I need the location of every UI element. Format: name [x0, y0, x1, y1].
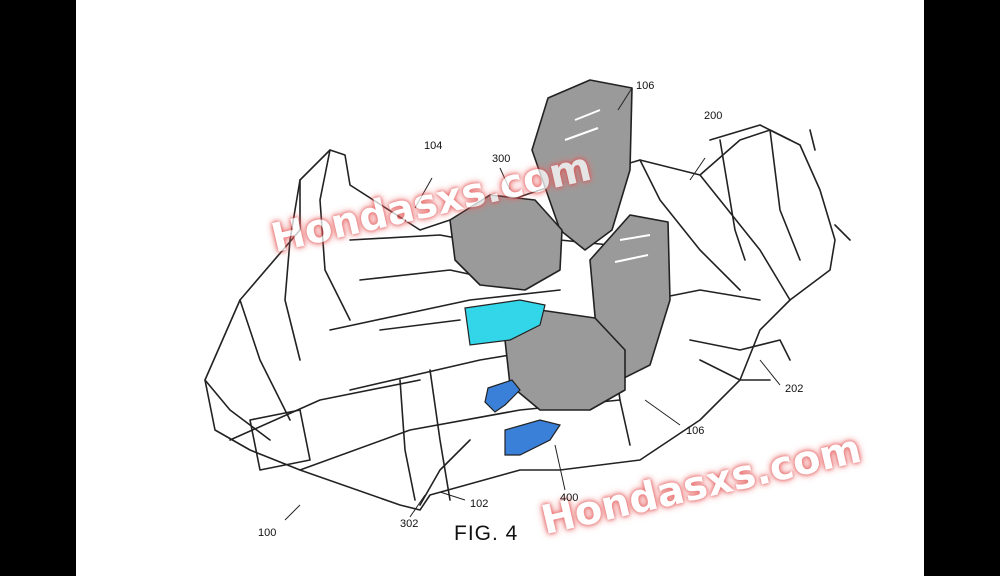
right-letterbox-bar [924, 0, 1000, 576]
frame-outline [204, 129, 836, 511]
seat-mount-400b [504, 419, 561, 456]
leader-106a [617, 87, 633, 111]
front-skid-plate [249, 409, 311, 471]
leader-400 [554, 444, 566, 491]
rear-seat-back [531, 79, 633, 251]
ref-202: 202 [785, 383, 804, 395]
ref-302: 302 [400, 518, 419, 530]
left-letterbox-bar [0, 0, 76, 576]
leader-300 [499, 167, 511, 191]
leader-104 [414, 177, 433, 209]
leader-202 [759, 359, 781, 386]
leader-302 [409, 494, 426, 518]
rear-frame [639, 124, 851, 301]
left-roll-cage [204, 149, 351, 441]
ref-100: 100 [258, 527, 277, 539]
floor-rails [229, 289, 621, 506]
seat-bracket-300 [464, 299, 546, 346]
rear-suspension [689, 339, 791, 381]
ref-106-top: 106 [636, 80, 655, 92]
ref-106-bottom: 106 [686, 425, 705, 437]
leader-102 [439, 491, 466, 501]
figure-label: FIG. 4 [454, 522, 519, 545]
seat-mount-400a [484, 379, 521, 413]
ref-200: 200 [704, 110, 723, 122]
ref-104: 104 [424, 140, 443, 152]
ref-300: 300 [492, 153, 511, 165]
leader-106b [644, 399, 681, 426]
ref-102: 102 [470, 498, 489, 510]
front-seat-bottom [504, 309, 626, 411]
leader-200 [689, 157, 706, 181]
ref-400: 400 [560, 492, 579, 504]
cross-members [349, 234, 761, 331]
rear-seat-bottom [449, 194, 563, 291]
leader-100 [284, 504, 301, 521]
